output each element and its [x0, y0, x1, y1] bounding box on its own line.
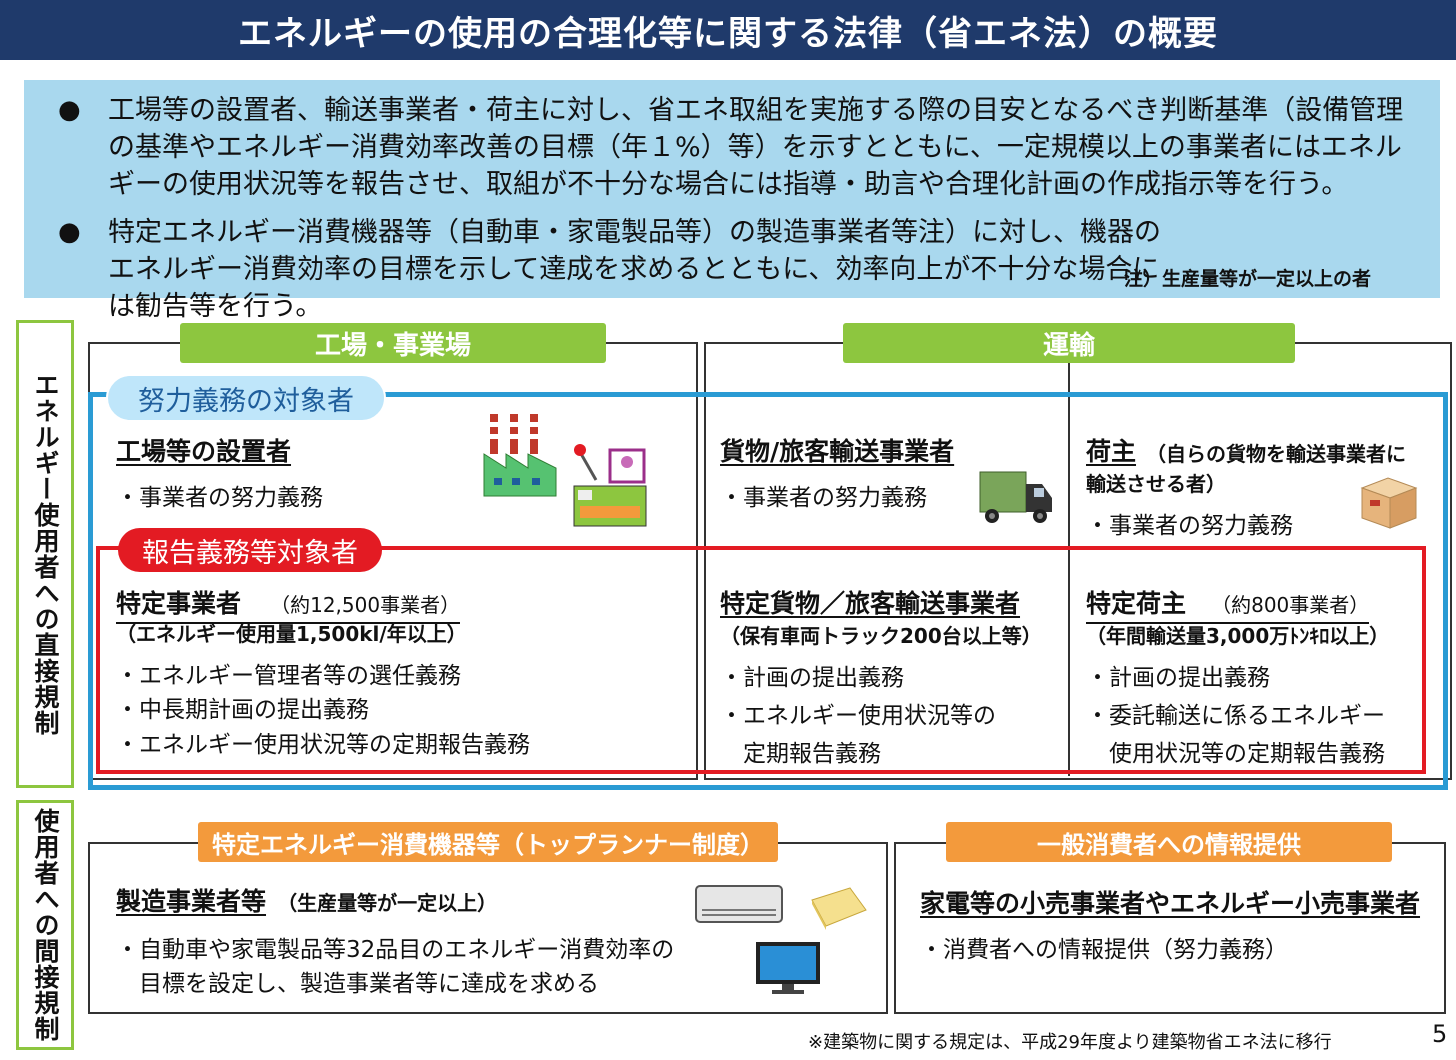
- shipper-report-criteria: （年間輸送量3,000万ﾄﾝｷﾛ以上）: [1086, 624, 1390, 648]
- summary-bullet-2: ● 特定エネルギー消費機器等（自動車・家電製品等）の製造事業者等注）に対し、機器…: [24, 214, 1440, 322]
- transport-divider: [1068, 362, 1070, 776]
- shipper-effort-heading: 荷主: [1086, 432, 1136, 468]
- factory-report-item-1: ・エネルギー管理者等の選任義務: [116, 663, 461, 689]
- factory-report-item-3: ・エネルギー使用状況等の定期報告義務: [116, 732, 530, 758]
- carrier-report-item-2: ・エネルギー使用状況等の: [720, 703, 996, 729]
- machine-icon: [573, 444, 647, 527]
- tv-icon: [756, 942, 820, 994]
- effort-frame: [88, 392, 1448, 790]
- page-number: 5: [1432, 1020, 1448, 1048]
- carrier-effort-item: ・事業者の努力義務: [720, 485, 927, 511]
- panel-info: [894, 842, 1446, 1014]
- bullet-dot: ●: [58, 217, 81, 247]
- summary-box: ● 工場等の設置者、輸送事業者・荷主に対し、省エネ取組を実施する際の目安となるべ…: [24, 80, 1440, 322]
- summary-note: 注）生産量等が一定以上の者: [1124, 268, 1372, 290]
- carrier-effort-heading: 貨物/旅客輸送事業者: [720, 437, 955, 466]
- shipper-report-item-1: ・計画の提出義務: [1086, 665, 1270, 691]
- truck-icon: [979, 471, 1052, 523]
- air-conditioner-icon: [695, 885, 783, 923]
- page-title: エネルギーの使用の合理化等に関する法律（省エネ法）の概要: [0, 0, 1456, 60]
- tab-factory: 工場・事業場: [180, 323, 606, 363]
- carrier-report-criteria: （保有車両トラック200台以上等）: [720, 624, 1042, 648]
- manufacturer-heading-sub: （生産量等が一定以上）: [277, 891, 498, 915]
- shipper-heading-sub2: 輸送させる者）: [1086, 472, 1226, 496]
- cardboard-box-icon: [1360, 477, 1418, 529]
- effort-pill: 努力義務の対象者: [106, 374, 386, 422]
- carrier-report-item-3: 定期報告義務: [720, 741, 881, 767]
- manufacturer-item-2: 目標を設定し、製造事業者等に達成を求める: [116, 971, 599, 997]
- manufacturer-heading-line: 製造事業者等 （生産量等が一定以上）: [116, 882, 497, 918]
- summary-bullet-1-text: 工場等の設置者、輸送事業者・荷主に対し、省エネ取組を実施する際の目安となるべき判…: [108, 95, 1404, 200]
- tab-info: 一般消費者への情報提供: [946, 822, 1392, 862]
- side-label-direct: エネルギー使用者への直接規制: [16, 320, 74, 788]
- report-frame: [96, 546, 1426, 774]
- carrier-report-item-1: ・計画の提出義務: [720, 665, 904, 691]
- summary-bullet-2-text: 特定エネルギー消費機器等（自動車・家電製品等）の製造事業者等注）に対し、機器のエ…: [108, 217, 1161, 322]
- tab-transport: 運輸: [843, 323, 1295, 363]
- retailer-item: ・消費者への情報提供（努力義務）: [920, 937, 1288, 963]
- shipper-report-item-3: 使用状況等の定期報告義務: [1086, 741, 1385, 767]
- factory-report-criteria: （エネルギー使用量1,500kl/年以上）: [116, 622, 467, 646]
- factory-report-item-2: ・中長期計画の提出義務: [116, 697, 369, 723]
- side-label-indirect: 使用者への間接規制: [16, 800, 74, 1050]
- footer-note: ※建築物に関する規定は、平成29年度より建築物省エネ法に移行: [808, 1032, 1332, 1053]
- factory-report-count: （約12,500事業者）: [270, 593, 461, 617]
- report-pill: 報告義務等対象者: [118, 528, 382, 572]
- shipper-report-count: （約800事業者）: [1211, 593, 1370, 617]
- manufacturer-heading: 製造事業者等: [116, 887, 267, 916]
- bullet-dot: ●: [58, 95, 81, 125]
- factory-report-heading-line: 特定事業者 （約12,500事業者）: [116, 584, 461, 624]
- insulation-icon: [811, 887, 867, 930]
- tab-top-runner: 特定エネルギー消費機器等（トップランナー制度）: [198, 822, 778, 862]
- shipper-report-heading: 特定荷主: [1086, 589, 1187, 618]
- manufacturer-item-1: ・自動車や家電製品等32品目のエネルギー消費効率の: [116, 937, 675, 963]
- factory-effort-heading: 工場等の設置者: [116, 437, 292, 466]
- shipper-heading-sub1: （自らの貨物を輸送事業者に: [1146, 442, 1406, 466]
- shipper-report-item-2: ・委託輸送に係るエネルギー: [1086, 703, 1385, 729]
- factory-icon: [483, 414, 557, 497]
- carrier-report-heading: 特定貨物／旅客輸送事業者: [720, 589, 1021, 618]
- shipper-report-heading-line: 特定荷主 （約800事業者）: [1086, 584, 1370, 624]
- shipper-effort-item: ・事業者の努力義務: [1086, 513, 1293, 539]
- shipper-heading-main: 荷主: [1086, 437, 1137, 466]
- retailer-heading: 家電等の小売事業者やエネルギー小売事業者: [920, 889, 1421, 918]
- factory-report-heading: 特定事業者: [116, 589, 242, 618]
- factory-effort-item: ・事業者の努力義務: [116, 485, 323, 511]
- panel-transport: [704, 342, 1452, 780]
- summary-bullet-1: ● 工場等の設置者、輸送事業者・荷主に対し、省エネ取組を実施する際の目安となるべ…: [24, 92, 1440, 204]
